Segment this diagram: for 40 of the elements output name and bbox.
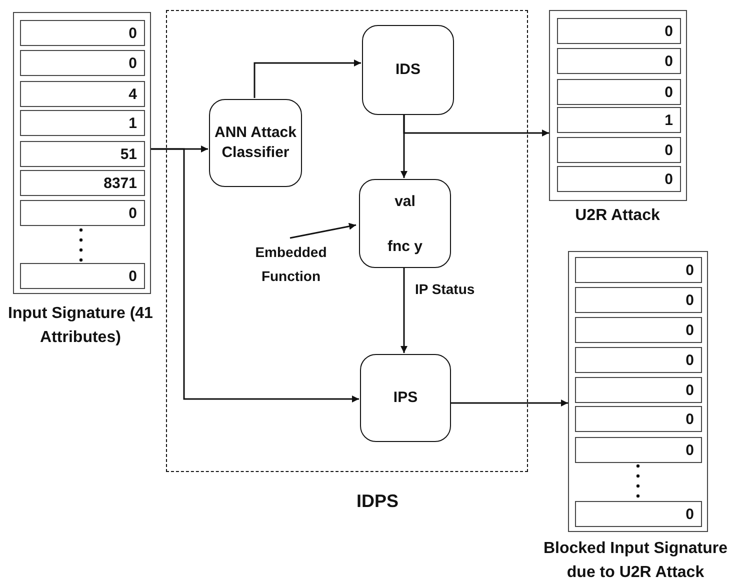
value-cell: 0 <box>20 20 145 46</box>
value-cell: 0 <box>20 263 145 289</box>
node-label: Input Signature (41 Attributes) <box>7 304 154 348</box>
arrow <box>151 148 359 402</box>
block-label: val <box>394 192 416 212</box>
node-label: Blocked Input Signature due to U2R Attack <box>542 538 728 584</box>
value-cell: 0 <box>557 18 681 44</box>
value-cell: 1 <box>20 110 145 136</box>
arrow <box>400 267 408 353</box>
arrow <box>450 400 568 406</box>
value-cell: 0 <box>575 377 702 403</box>
value-cell: 0 <box>575 347 702 373</box>
value-cell: 0 <box>575 257 702 283</box>
value-cell: 8371 <box>20 170 145 196</box>
function-block <box>359 179 451 268</box>
node-label: U2R Attack <box>574 206 661 226</box>
value-cell: 0 <box>20 200 145 226</box>
value-cell: 4 <box>20 81 145 107</box>
value-cell: 0 <box>557 48 681 74</box>
process-box: IDS <box>362 25 454 115</box>
value-cell: 0 <box>557 137 681 163</box>
value-cell: 0 <box>575 317 702 343</box>
value-cell: 1 <box>557 107 681 133</box>
block-label: fnc y <box>387 236 422 257</box>
arrow <box>254 60 361 98</box>
value-cell: 0 <box>575 406 702 432</box>
node-label: IDPS <box>355 490 400 512</box>
value-cell: 51 <box>20 141 145 167</box>
value-cell: 0 <box>575 437 702 463</box>
arrow <box>403 114 549 136</box>
value-cell: 0 <box>575 287 702 313</box>
value-cell: 0 <box>557 79 681 105</box>
process-box: IPS <box>360 354 451 442</box>
arrow <box>290 222 356 239</box>
value-cell: 0 <box>20 50 145 76</box>
annotation-text: Embedded Function <box>241 241 341 297</box>
value-cell: 0 <box>575 501 702 527</box>
edge-label: IP Status <box>413 281 477 297</box>
value-cell: 0 <box>557 166 681 192</box>
process-box: ANN Attack Classifier <box>209 99 302 187</box>
